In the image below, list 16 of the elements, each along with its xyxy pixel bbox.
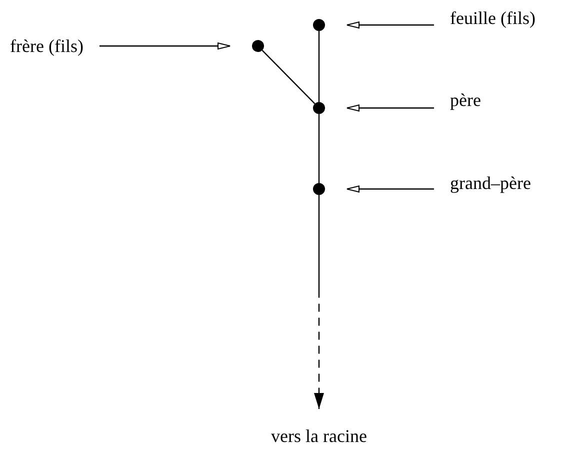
node-label: père xyxy=(450,89,481,111)
arrow xyxy=(346,22,434,28)
tree-edge xyxy=(318,114,320,183)
tree-node-dot xyxy=(313,19,325,31)
arrow xyxy=(99,42,230,50)
node-label: feuille (fils) xyxy=(450,7,536,29)
tree-node-dot xyxy=(252,40,264,52)
tree-node-dot xyxy=(313,183,325,195)
node-label: vers la racine xyxy=(271,425,367,447)
arrow xyxy=(346,104,434,112)
arrow xyxy=(346,186,434,192)
tree-edge xyxy=(262,50,316,104)
node-label: frère (fils) xyxy=(10,35,84,57)
node-label: grand–père xyxy=(450,172,531,194)
tree-node-dot xyxy=(313,102,325,114)
arrow xyxy=(314,195,324,409)
